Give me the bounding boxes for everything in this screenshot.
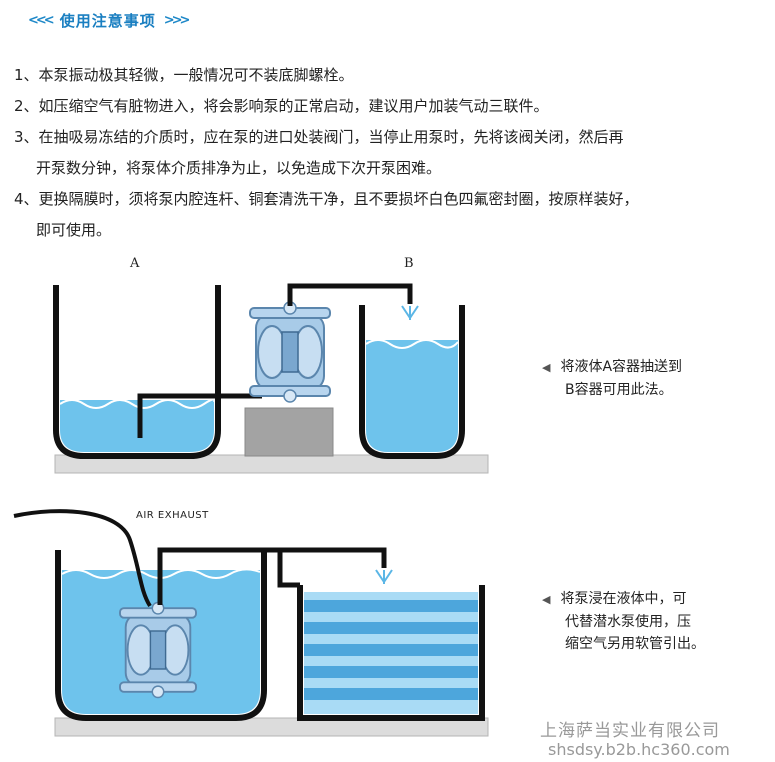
- left-container: [55, 550, 267, 721]
- note-number: 1、: [14, 66, 39, 84]
- note-text: 本泵振动极其轻微，一般情况可不装底脚螺栓。: [38, 66, 354, 84]
- note-number: 3、: [14, 128, 39, 146]
- caption-pointer-icon: ◀: [542, 361, 551, 374]
- discharge-pipe: [287, 283, 413, 306]
- note-item: 4、更换隔膜时，须将泵内腔连杆、铜套清洗干净，且不要损坏白色四氟密封圈，按原样装…: [14, 184, 769, 246]
- section-header: <<< 使用注意事项 >>>: [28, 8, 191, 32]
- note-text: 在抽吸易冻结的介质时，应在泵的进口处装阀门，当停止用泵时，先将该阀关闭，然后再: [38, 128, 624, 146]
- watermark-url: shsdsy.b2b.hc360.com: [548, 740, 730, 759]
- note-item: 3、在抽吸易冻结的介质时，应在泵的进口处装阀门，当停止用泵时，先将该阀关闭，然后…: [14, 122, 769, 184]
- diagram-submerged: [13, 509, 489, 737]
- note-item: 2、如压缩空气有脏物进入，将会影响泵的正常启动，建议用户加装气动三联件。: [14, 91, 769, 122]
- container-b-label: B: [404, 256, 414, 271]
- pump-icon: [249, 301, 331, 403]
- container-a-liquid: [60, 400, 214, 452]
- diagram-transfer: [53, 283, 489, 474]
- watermark-company: 上海萨当实业有限公司: [540, 721, 720, 741]
- submerged-caption: ◀ 将泵浸在液体中，可 代替潜水泵使用，压 缩空气另用软管引出。: [542, 588, 705, 655]
- caption-line: 将液体A容器抽送到: [560, 359, 683, 375]
- note-text: 如压缩空气有脏物进入，将会影响泵的正常启动，建议用户加装气动三联件。: [38, 97, 549, 115]
- left-chevrons-icon: <<<: [28, 12, 55, 28]
- note-number: 4、: [14, 190, 39, 208]
- transfer-caption: ◀ 将液体A容器抽送到 B容器可用此法。: [542, 356, 682, 401]
- suction-pipe: [137, 393, 262, 438]
- container-a: [53, 285, 221, 459]
- air-exhaust-label: AIR EXHAUST: [136, 510, 209, 521]
- note-item: 1、本泵振动极其轻微，一般情况可不装底脚螺栓。: [14, 60, 769, 91]
- right-tank: [297, 585, 485, 721]
- caption-line: 代替潜水泵使用，压: [565, 614, 691, 630]
- base-platform-2: [54, 717, 489, 737]
- caption-line: 缩空气另用软管引出。: [565, 636, 705, 652]
- pump-stand: [244, 407, 334, 457]
- air-exhaust-hose: [13, 509, 152, 608]
- container-b: [359, 305, 465, 459]
- container-a-label: A: [130, 256, 140, 271]
- caption-pointer-icon: ◀: [542, 593, 551, 606]
- right-chevrons-icon: >>>: [163, 12, 191, 28]
- submerged-pump-icon: [119, 601, 197, 699]
- caption-line: 将泵浸在液体中，可: [560, 591, 687, 607]
- container-b-liquid: [366, 340, 458, 452]
- note-text: 更换隔膜时，须将泵内腔连杆、铜套清洗干净，且不要损坏白色四氟密封圈，按原样装好，: [38, 190, 639, 208]
- note-number: 2、: [14, 97, 39, 115]
- notes-list: 1、本泵振动极其轻微，一般情况可不装底脚螺栓。 2、如压缩空气有脏物进入，将会影…: [14, 60, 769, 246]
- caption-line: B容器可用此法。: [565, 382, 673, 398]
- section-title: 使用注意事项: [59, 11, 156, 30]
- note-text-continued: 即可使用。: [36, 221, 112, 239]
- note-text-continued: 开泵数分钟，将泵体介质排净为止，以免造成下次开泵困难。: [36, 159, 442, 177]
